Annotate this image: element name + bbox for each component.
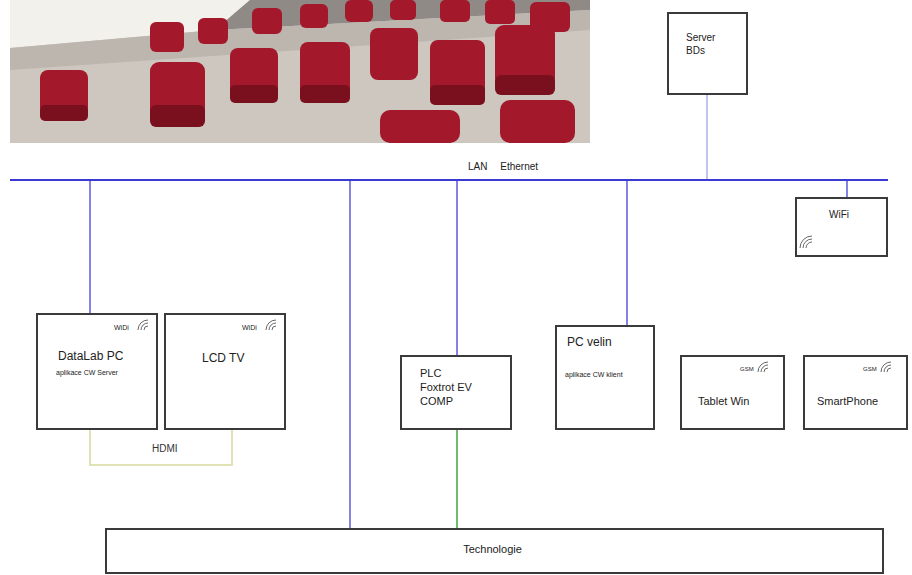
node-label: PLC Foxtrot EV COMP — [420, 367, 476, 408]
node-label: Tablet Win — [698, 395, 749, 409]
node-label: LCD TV — [202, 351, 244, 366]
network-link — [89, 181, 91, 313]
node-label: PC velin — [567, 335, 612, 350]
plc-box: PLC Foxtrot EV COMP — [400, 355, 512, 430]
edge-label: HDMI — [150, 443, 180, 454]
lan-bus: LAN Ethernet — [10, 179, 888, 181]
tv-box: WiDiLCD TV — [164, 313, 286, 430]
node-tag: WiDi — [242, 324, 257, 333]
node-label: DataLab PC — [58, 349, 123, 364]
network-link — [456, 181, 458, 355]
node-label: Technologie — [107, 543, 878, 557]
network-link — [456, 430, 458, 528]
device-box: GSM Tablet Win — [680, 355, 785, 430]
network-link — [349, 181, 351, 528]
network-link — [846, 181, 848, 197]
node-label: aplikace CW Server — [56, 369, 118, 378]
network-link — [626, 181, 628, 325]
wifi-box: WiFi — [795, 197, 888, 257]
node-tag: GSM — [740, 366, 754, 374]
device-box: GSM SmartPhone — [803, 355, 908, 430]
node-tag: GSM — [863, 366, 877, 374]
node-label: aplikace CW klient — [565, 371, 623, 380]
pc-box: PC velin aplikace CW klient — [555, 325, 655, 430]
node-tag: WiDi — [114, 324, 129, 333]
node-label: LAN Ethernet — [468, 161, 538, 174]
node-label: Server BDs — [686, 32, 731, 57]
node-label: WiFi — [829, 209, 849, 222]
node-label: SmartPhone — [817, 395, 878, 409]
hdmi-cable — [90, 430, 232, 465]
network-link — [706, 95, 708, 179]
server-box: Server BDs — [667, 12, 748, 95]
cinema-photo — [10, 0, 590, 143]
technology-box: Technologie — [105, 528, 884, 574]
wireless-icons — [138, 236, 891, 372]
pc-box: WiDiDataLab PC aplikace CW Server — [36, 313, 158, 430]
